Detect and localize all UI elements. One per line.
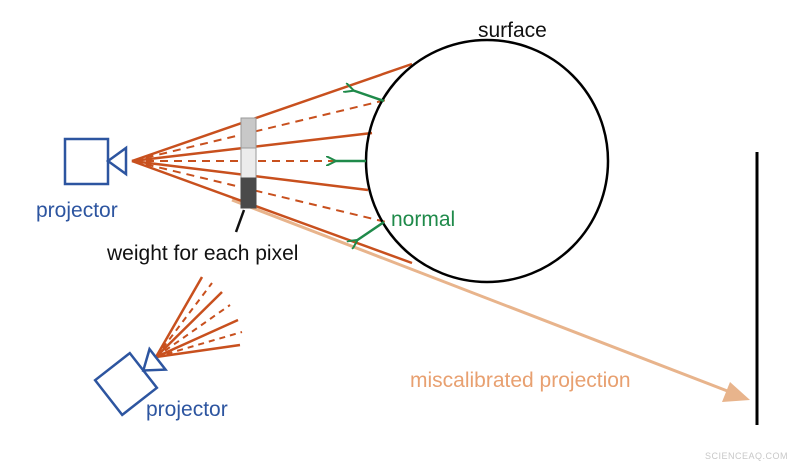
- miscalibrated-arrow: [231, 198, 750, 402]
- projector-icon: [93, 346, 169, 417]
- secondary-rays-solid: [154, 276, 241, 359]
- surface-circle: [364, 38, 610, 284]
- watermark: SCIENCEAQ.COM: [705, 451, 788, 461]
- miscalibrated-label: miscalibrated projection: [410, 369, 631, 392]
- projector-label-secondary: projector: [146, 398, 228, 421]
- normal-label: normal: [391, 208, 455, 231]
- secondary-rays-dashed: [155, 282, 243, 358]
- projector-icon: [63, 137, 128, 186]
- weight-bar: [240, 117, 257, 209]
- normal-arrows: [334, 90, 385, 241]
- projector-rays-solid: [131, 62, 413, 265]
- weight-pointer-line: [234, 209, 246, 233]
- weight-label: weight for each pixel: [106, 242, 298, 265]
- projector-label-main: projector: [36, 199, 118, 222]
- arrow-icon: [356, 220, 385, 241]
- surface-label: surface: [478, 19, 547, 42]
- arrow-icon: [352, 90, 385, 103]
